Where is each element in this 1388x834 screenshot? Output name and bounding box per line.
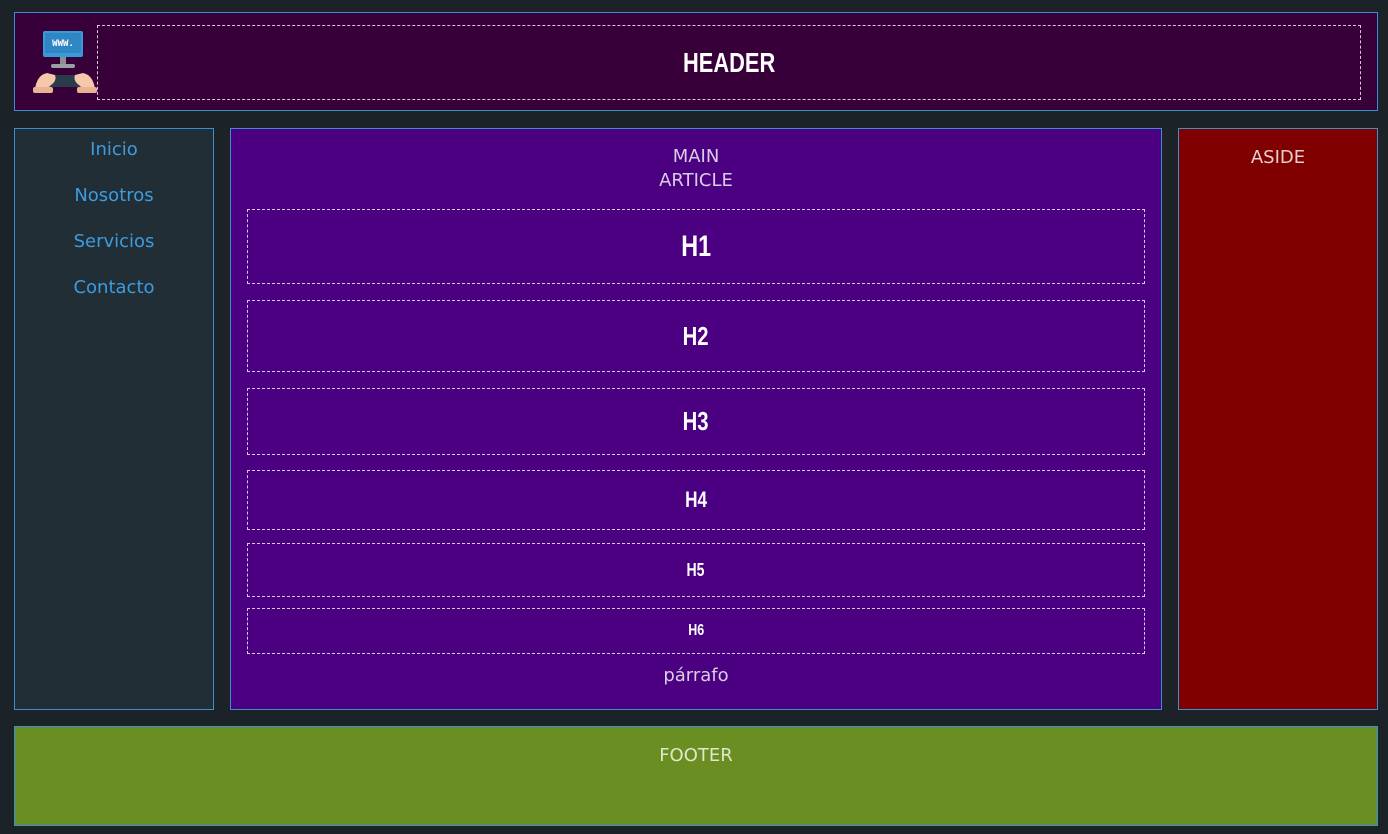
nav-link-contacto[interactable]: Contacto <box>73 277 155 298</box>
paragraph: párrafo <box>663 665 729 686</box>
main-section: MAIN ARTICLE H1 H2 H3 H4 H5 H6 párrafo <box>230 128 1162 710</box>
footer-label: FOOTER <box>659 745 733 766</box>
header: WWW. HEADER <box>14 12 1378 111</box>
aside-label: ASIDE <box>1250 147 1306 168</box>
heading-h6: H6 <box>688 622 704 639</box>
header-title: HEADER <box>682 46 776 78</box>
logo-text: WWW. <box>52 39 74 49</box>
nav-link-nosotros[interactable]: Nosotros <box>74 185 154 206</box>
nav-link-inicio[interactable]: Inicio <box>90 139 138 160</box>
article-label: ARTICLE <box>659 170 733 191</box>
heading-h1: H1 <box>681 229 711 263</box>
h5-box: H5 <box>247 543 1145 597</box>
h6-box: H6 <box>247 608 1145 654</box>
nav-sidebar: Inicio Nosotros Servicios Contacto <box>14 128 214 710</box>
h4-box: H4 <box>247 470 1145 530</box>
h3-box: H3 <box>247 388 1145 455</box>
aside-section: ASIDE <box>1178 128 1378 710</box>
main-label: MAIN <box>672 146 720 167</box>
header-title-box: HEADER <box>97 25 1361 100</box>
computer-www-icon: WWW. <box>33 31 97 93</box>
h2-box: H2 <box>247 300 1145 372</box>
heading-h3: H3 <box>683 406 709 436</box>
h1-box: H1 <box>247 209 1145 284</box>
nav-link-servicios[interactable]: Servicios <box>73 231 155 252</box>
heading-h5: H5 <box>687 559 705 580</box>
heading-h4: H4 <box>685 487 707 512</box>
footer-section: FOOTER <box>14 726 1378 826</box>
heading-h2: H2 <box>683 320 709 351</box>
